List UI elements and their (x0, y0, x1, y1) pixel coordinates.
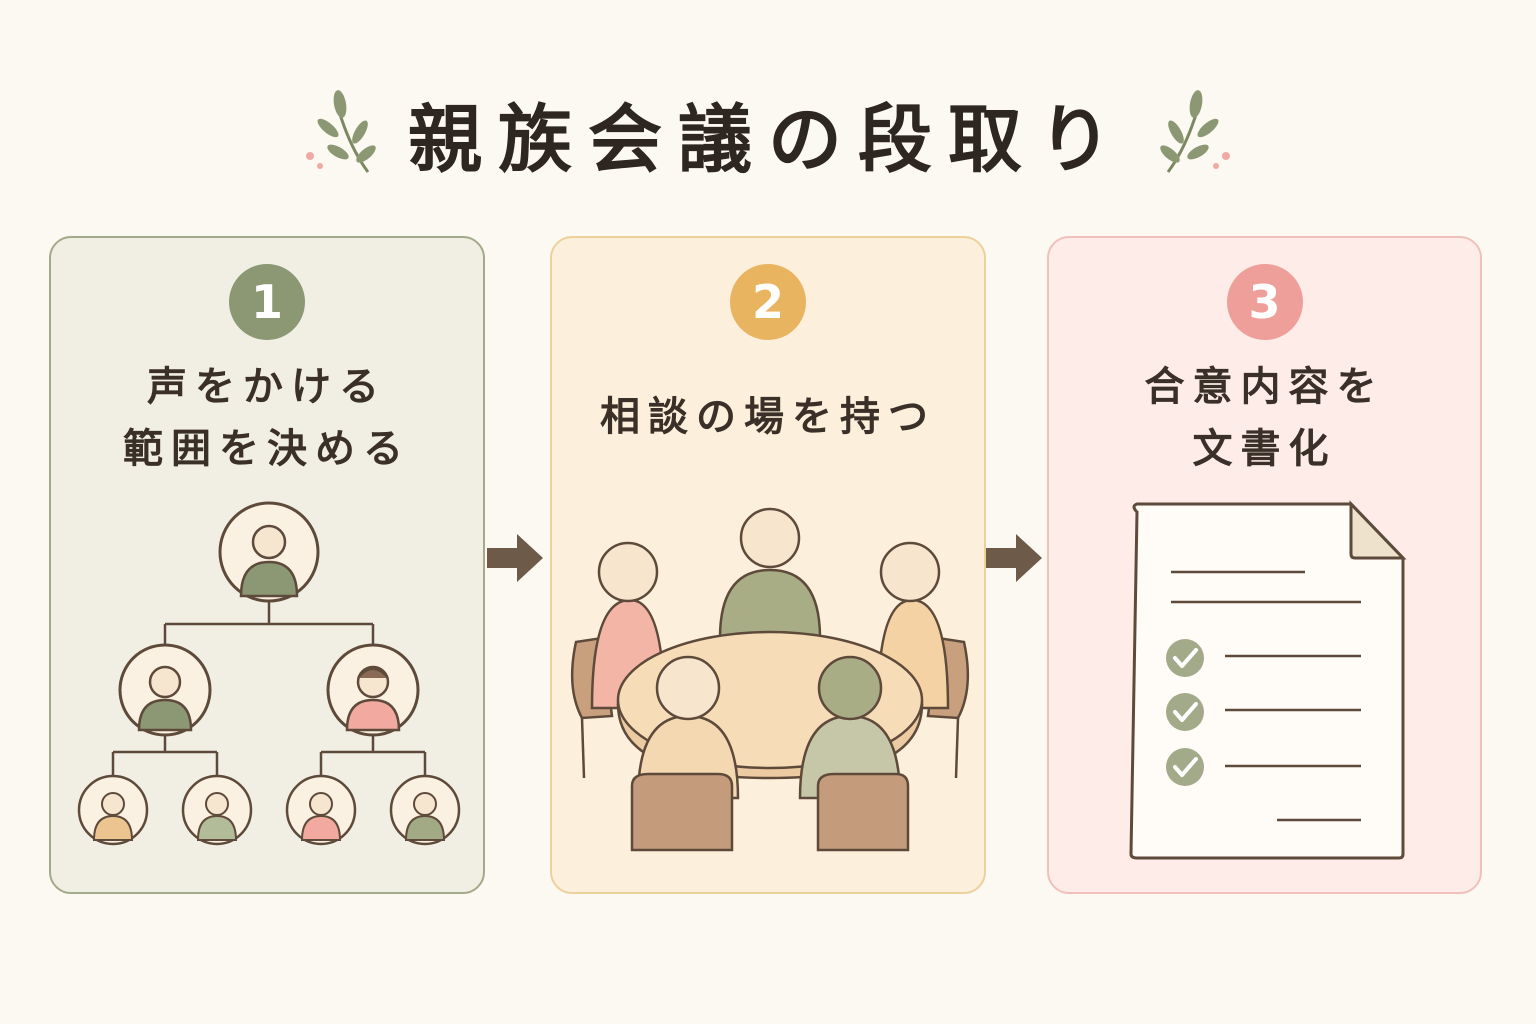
avatar-bottom-3 (285, 774, 357, 846)
step-card-2: 2 相談の場を持つ (550, 236, 986, 894)
round-table-meeting-icon (570, 507, 970, 852)
avatar-top (218, 501, 320, 603)
avatar-bottom-2 (181, 774, 253, 846)
check-icon (1166, 748, 1204, 786)
title-row: 親族会議の段取り (0, 78, 1536, 188)
step-number-badge: 3 (1226, 264, 1303, 340)
step-label: 声をかける 範囲を決める (123, 364, 411, 472)
check-icon (1166, 693, 1204, 731)
step-card-3: 3 合意内容を 文書化 (1047, 236, 1482, 894)
avatar-mid-left (118, 643, 212, 737)
step-number-badge: 1 (229, 264, 305, 340)
left-sprig-icon (306, 90, 376, 173)
step-card-1: 1 声をかける 範囲を決める (49, 236, 485, 894)
arrow-right-icon (986, 534, 1042, 582)
check-icon (1166, 639, 1204, 677)
right-sprig-icon (1160, 90, 1230, 173)
avatar-bottom-4 (389, 774, 461, 846)
step-number-badge: 2 (730, 264, 806, 340)
document-checklist-icon (1129, 500, 1407, 860)
avatar-mid-right (326, 643, 420, 737)
avatar-bottom-1 (77, 774, 149, 846)
arrow-right-icon (487, 534, 543, 582)
family-tree-icon (77, 501, 461, 846)
page-title: 親族会議の段取り (408, 96, 1128, 183)
step-label: 相談の場を持つ (600, 394, 936, 440)
step-label: 合意内容を 文書化 (1144, 364, 1385, 472)
